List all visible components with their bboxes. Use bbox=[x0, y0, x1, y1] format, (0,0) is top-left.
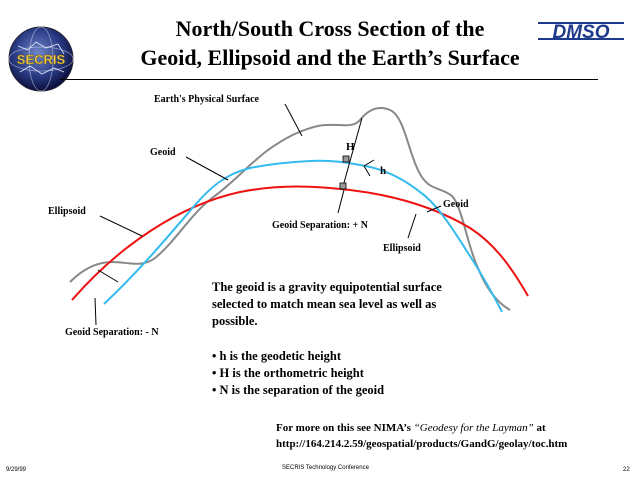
footer-page-number: 22 bbox=[623, 467, 630, 473]
footer-date: 9/29/99 bbox=[6, 467, 27, 473]
sep-negative-pointer bbox=[94, 297, 97, 326]
geodetic-height-label: h bbox=[380, 165, 387, 177]
geoid-right-pointer bbox=[426, 205, 442, 213]
logo-left-text: SECRIS bbox=[17, 52, 66, 67]
geoid-separation-negative-label: Geoid Separation: - N bbox=[65, 327, 159, 338]
geoid-left-label: Geoid bbox=[150, 147, 176, 158]
more-info-prefix: For more on this see NIMA’s bbox=[276, 422, 414, 434]
surface-pointer bbox=[284, 103, 303, 137]
earth-surface-label: Earth's Physical Surface bbox=[154, 94, 259, 105]
geoid-curve bbox=[103, 159, 503, 313]
title-divider bbox=[60, 79, 598, 80]
more-info-url[interactable]: http://164.214.2.59/geospatial/products/… bbox=[276, 438, 568, 450]
footer-conference: SECRIS Technology Conference bbox=[282, 465, 369, 471]
logo-right-text: DMSO bbox=[553, 22, 610, 43]
title-line-1: North/South Cross Section of the bbox=[175, 16, 485, 41]
geoid-right-label: Geoid bbox=[443, 199, 469, 210]
h-height-line bbox=[341, 117, 363, 191]
geoid-description: The geoid is a gravity equipotential sur… bbox=[212, 280, 442, 328]
sep-positive-pointer bbox=[337, 189, 345, 214]
secris-logo: SECRIS bbox=[6, 24, 76, 94]
page-title: North/South Cross Section of the Geoid, … bbox=[100, 14, 560, 72]
geoid-left-pointer bbox=[185, 156, 229, 181]
h-lower-marker bbox=[339, 182, 347, 190]
more-info: For more on this see NIMA’s “Geodesy for… bbox=[276, 420, 567, 452]
orthometric-height-label: H bbox=[346, 141, 355, 153]
sep-negative-arrow bbox=[97, 269, 119, 283]
earth-surface-curve bbox=[69, 107, 511, 311]
bullet-geodetic-height: • h is the geodetic height bbox=[212, 349, 342, 363]
bullet-geoid-separation: • N is the separation of the geoid bbox=[212, 383, 385, 397]
more-info-suffix: at bbox=[533, 422, 546, 434]
dmso-logo: DMSO bbox=[538, 18, 624, 44]
h-upper-marker bbox=[342, 155, 350, 163]
definition-list: • h is the geodetic height • H is the or… bbox=[212, 348, 384, 399]
h-bracket bbox=[363, 159, 375, 177]
ellipsoid-right-label: Ellipsoid bbox=[383, 243, 421, 254]
bullet-orthometric-height: • H is the orthometric height bbox=[212, 366, 364, 380]
ellipsoid-left-label: Ellipsoid bbox=[48, 206, 86, 217]
ellipsoid-left-pointer bbox=[99, 215, 143, 237]
title-line-2: Geoid, Ellipsoid and the Earth’s Surface bbox=[140, 45, 520, 70]
more-info-title: “Geodesy for the Layman” bbox=[413, 422, 534, 434]
ellipsoid-right-pointer bbox=[407, 213, 417, 239]
geoid-separation-positive-label: Geoid Separation: + N bbox=[272, 220, 368, 231]
